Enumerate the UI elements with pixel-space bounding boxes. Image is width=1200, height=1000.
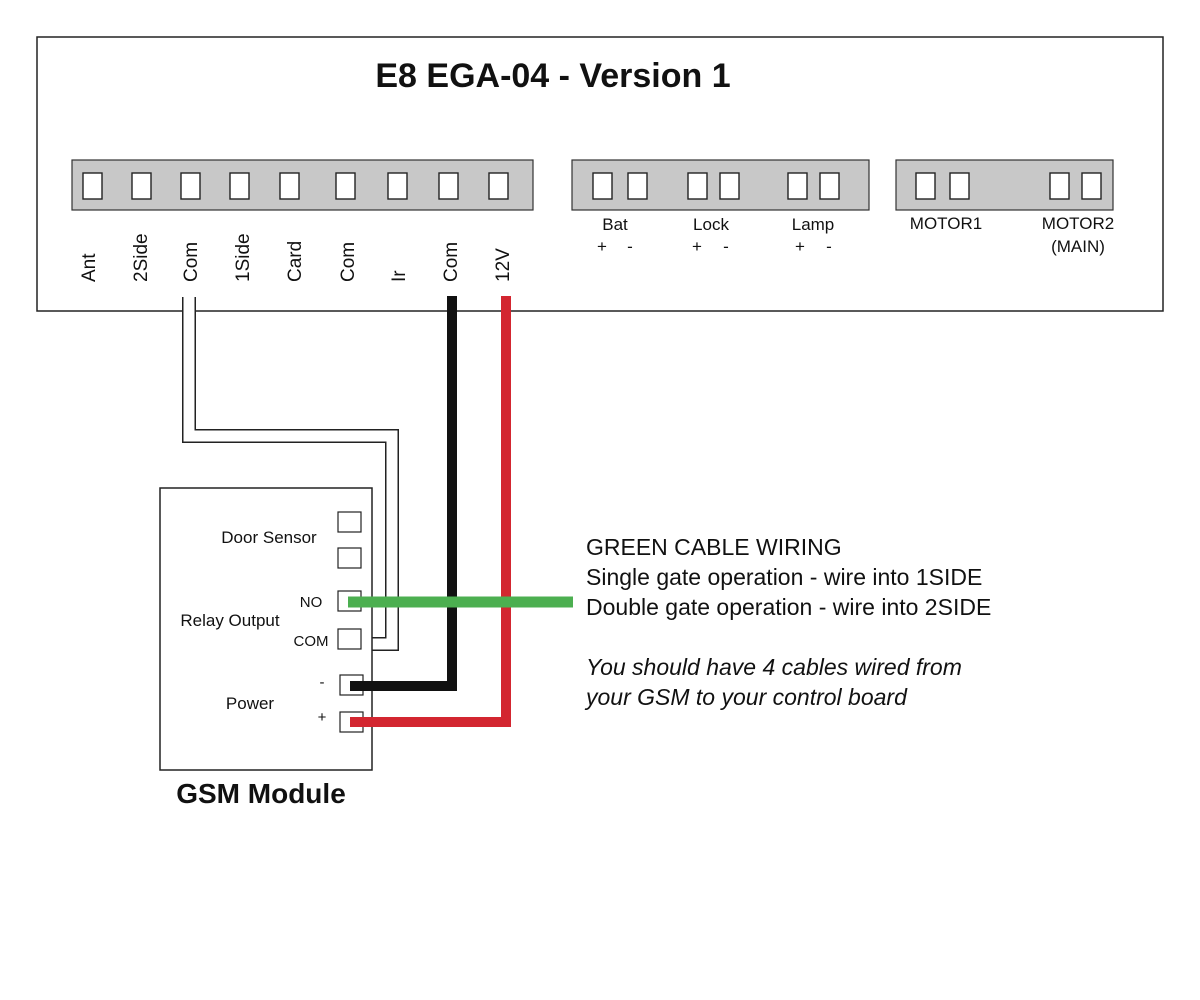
door-sensor-label: Door Sensor	[221, 528, 317, 547]
gsm-module-title: GSM Module	[176, 778, 346, 809]
lock-minus: -	[723, 237, 729, 256]
notes-line-2: Double gate operation - wire into 2SIDE	[586, 594, 991, 620]
motor2-sub-label: (MAIN)	[1051, 237, 1105, 256]
door-sensor-terminal-1	[337, 511, 362, 533]
motor2-label: MOTOR2	[1042, 214, 1114, 233]
bat-label: Bat	[602, 215, 628, 234]
gsm-module	[159, 487, 373, 771]
relay-com-label: COM	[294, 633, 329, 650]
lock-label: Lock	[693, 215, 729, 234]
relay-output-label: Relay Output	[180, 611, 279, 630]
terminal-label-1side: 1Side	[233, 233, 254, 282]
terminal-label-card: Card	[285, 241, 306, 282]
com-wire	[182, 297, 399, 651]
power-minus-label: -	[320, 674, 325, 691]
relay-no-label: NO	[300, 594, 323, 611]
terminal-label-com-2: Com	[338, 242, 359, 282]
terminal-label-12v: 12V	[493, 248, 514, 282]
terminal-label-ir: Ir	[389, 270, 410, 282]
board-title: E8 EGA-04 - Version 1	[375, 57, 730, 95]
notes-italic-1: You should have 4 cables wired from	[586, 654, 962, 680]
terminal-label-com-3: Com	[441, 242, 462, 282]
left-terminal-strip	[71, 159, 534, 211]
lamp-label: Lamp	[792, 215, 835, 234]
notes-line-1: Single gate operation - wire into 1SIDE	[586, 564, 982, 590]
lamp-minus: -	[826, 237, 832, 256]
terminal-label-com-1: Com	[181, 242, 202, 282]
door-sensor-terminal-2	[337, 547, 362, 569]
terminal-label-ant: Ant	[79, 253, 100, 282]
relay-com-terminal	[337, 628, 362, 650]
notes-italic-2: your GSM to your control board	[584, 684, 908, 710]
lock-plus: +	[692, 237, 702, 256]
motor1-label: MOTOR1	[910, 214, 982, 233]
middle-terminal-strip	[571, 159, 870, 211]
bat-plus: +	[597, 237, 607, 256]
power-label: Power	[226, 694, 275, 713]
lamp-plus: +	[795, 237, 805, 256]
motor-terminal-strip	[895, 159, 1114, 211]
terminal-label-2side: 2Side	[131, 233, 152, 282]
notes-heading: GREEN CABLE WIRING	[586, 534, 842, 560]
red-wire	[350, 296, 511, 727]
black-wire	[350, 296, 457, 691]
bat-minus: -	[627, 237, 633, 256]
power-plus-label: +	[318, 709, 327, 726]
